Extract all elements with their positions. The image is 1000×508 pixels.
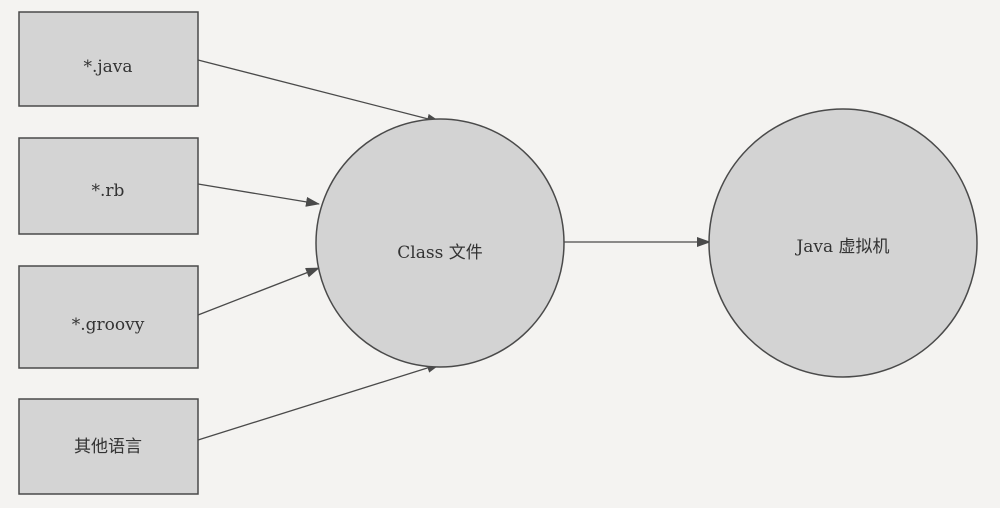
source-box-java-shape xyxy=(18,11,199,107)
class-file-node: Class 文件 xyxy=(315,118,565,368)
edges xyxy=(197,59,711,441)
arrow-groovy-to-class xyxy=(197,267,320,316)
source-box-groovy: *.groovy xyxy=(18,265,199,369)
source-box-java: *.java xyxy=(18,11,199,107)
source-box-other-shape xyxy=(18,398,199,495)
source-box-groovy-shape xyxy=(18,265,199,369)
source-box-java-label: *.java xyxy=(83,57,132,77)
source-box-rb-label: *.rb xyxy=(92,181,125,201)
arrow-rb-to-class xyxy=(197,183,320,207)
arrow-other-to-class xyxy=(197,363,441,441)
jvm-circle xyxy=(708,108,978,378)
arrow-java-to-class xyxy=(197,59,441,124)
jvm-label: Java 虚拟机 xyxy=(794,237,889,257)
class-file-circle xyxy=(315,118,565,368)
jvm-node: Java 虚拟机 xyxy=(708,108,978,378)
source-box-other: 其他语言 xyxy=(18,398,199,495)
source-box-rb-shape xyxy=(18,137,199,235)
class-file-label: Class 文件 xyxy=(397,243,482,263)
source-box-groovy-label: *.groovy xyxy=(72,315,145,335)
source-box-rb: *.rb xyxy=(18,137,199,235)
source-box-other-label: 其他语言 xyxy=(74,437,142,457)
